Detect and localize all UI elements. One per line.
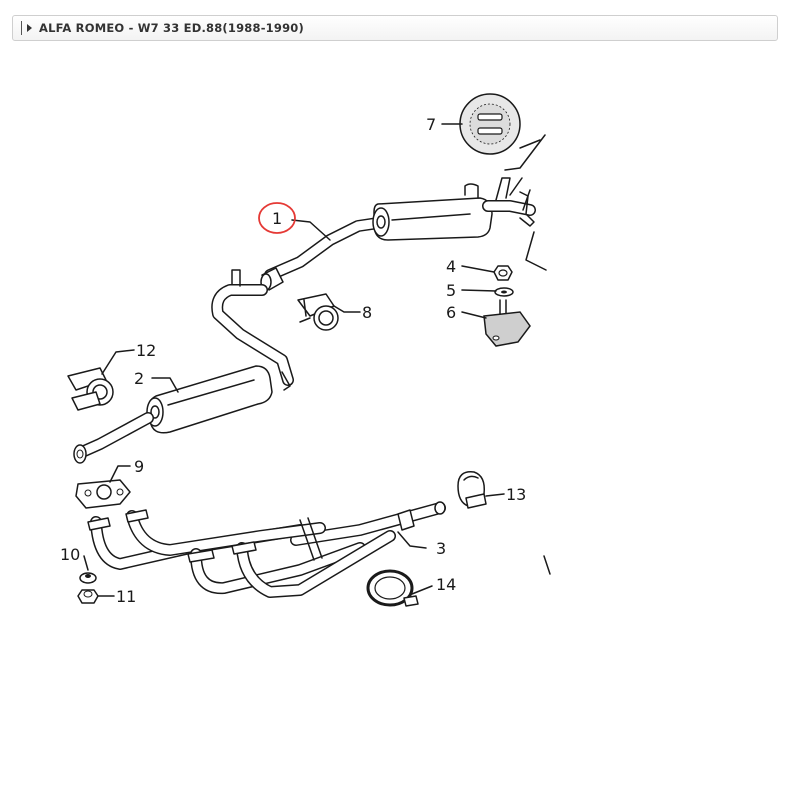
- callout-1[interactable]: 1: [272, 209, 282, 228]
- callout-6[interactable]: 6: [446, 303, 456, 322]
- part-10-washer[interactable]: [79, 572, 97, 584]
- part-2-front-silencer[interactable]: [73, 269, 294, 464]
- callout-12[interactable]: 12: [136, 341, 156, 360]
- highlight-circle: [258, 202, 296, 234]
- part-5-washer[interactable]: [494, 287, 514, 297]
- callout-5[interactable]: 5: [446, 281, 456, 300]
- part-6-rubber-mount[interactable]: [483, 299, 531, 347]
- callout-4[interactable]: 4: [446, 257, 456, 276]
- part-13-pipe-clamp[interactable]: [457, 471, 487, 509]
- callout-2[interactable]: 2: [134, 369, 144, 388]
- expand-arrow-icon[interactable]: [27, 24, 32, 32]
- part-14-sealing-ring[interactable]: [366, 569, 419, 607]
- callout-11[interactable]: 11: [116, 587, 136, 606]
- part-7-rubber-ring[interactable]: [459, 93, 521, 155]
- body-line: [504, 134, 546, 171]
- page-title: ALFA ROMEO - W7 33 ED.88(1988-1990): [39, 21, 304, 35]
- body-line: [525, 231, 547, 271]
- callout-leaders: [83, 123, 505, 597]
- breadcrumb: ALFA ROMEO - W7 33 ED.88(1988-1990): [12, 15, 778, 41]
- part-8-clamp[interactable]: [297, 293, 339, 331]
- callout-14[interactable]: 14: [436, 575, 456, 594]
- part-12-clamp[interactable]: [67, 367, 114, 411]
- callout-10[interactable]: 10: [60, 545, 80, 564]
- part-4-nut[interactable]: [493, 265, 513, 281]
- part-9-gasket[interactable]: [75, 479, 131, 509]
- part-11-nut[interactable]: [77, 589, 99, 604]
- part-3-downpipe[interactable]: [87, 501, 551, 598]
- callout-8[interactable]: 8: [362, 303, 372, 322]
- callout-9[interactable]: 9: [134, 457, 144, 476]
- callout-7[interactable]: 7: [426, 115, 436, 134]
- part-1-rear-silencer[interactable]: [260, 177, 536, 291]
- callout-13[interactable]: 13: [506, 485, 526, 504]
- separator: [21, 21, 22, 35]
- body-line: [519, 139, 541, 149]
- callout-3[interactable]: 3: [436, 539, 446, 558]
